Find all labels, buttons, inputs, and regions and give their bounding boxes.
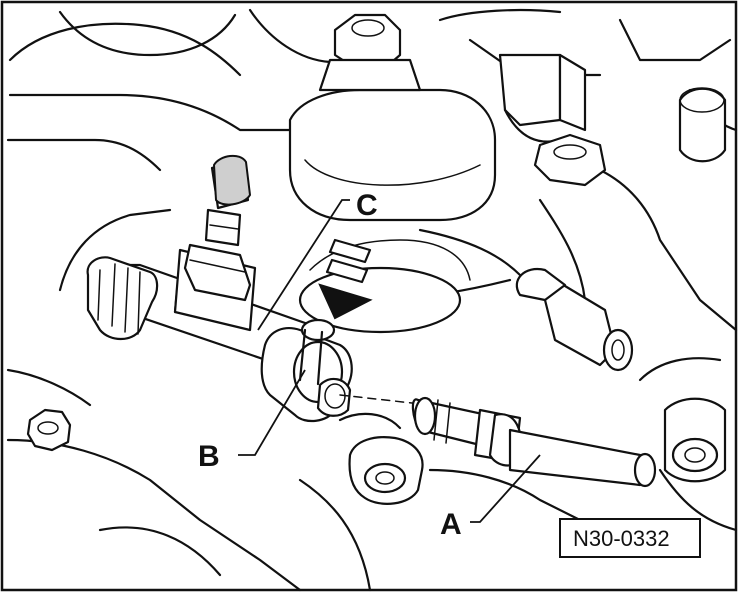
top-nut	[318, 13, 422, 92]
reference-code: N30-0332	[573, 526, 670, 551]
reference-code-box: N30-0332	[559, 518, 701, 558]
vacuum-stub	[515, 267, 634, 372]
hose-clamp	[260, 318, 353, 423]
right-side-bosses	[663, 87, 727, 483]
upper-right-bracket	[498, 53, 607, 187]
callout-c: C	[356, 189, 378, 222]
callout-b: B	[198, 440, 220, 473]
central-boss	[288, 88, 497, 334]
callout-a: A	[440, 508, 462, 541]
hose	[411, 396, 657, 488]
lower-bosses	[26, 408, 424, 505]
leader-lines	[238, 199, 541, 523]
direction-arrow	[318, 238, 373, 320]
